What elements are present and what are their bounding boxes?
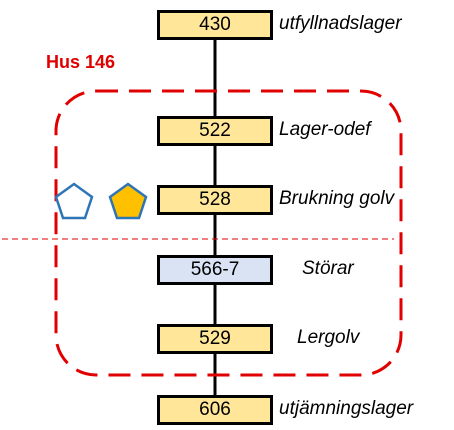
group-boundary — [54, 89, 403, 377]
layer-box-522: 522 — [157, 116, 273, 146]
layer-box-430: 430 — [157, 10, 273, 40]
layer-box-606: 606 — [157, 395, 273, 425]
layer-name-528: Brukning golv — [279, 188, 395, 209]
pentagon-outline-icon — [54, 182, 94, 220]
layer-name-522: Lager-odef — [279, 119, 371, 140]
layer-box-528: 528 — [157, 185, 273, 215]
group-label: Hus 146 — [46, 52, 116, 72]
layer-name-566-7: Störar — [302, 258, 354, 279]
layer-name-430: utfyllnadslager — [279, 13, 402, 34]
layer-name-529: Lergolv — [297, 327, 360, 348]
layer-box-566-7: 566-7 — [157, 255, 273, 285]
layer-name-606: utjämningslager — [279, 398, 414, 419]
layer-box-529: 529 — [157, 324, 273, 354]
pentagon-filled-icon — [108, 182, 148, 220]
